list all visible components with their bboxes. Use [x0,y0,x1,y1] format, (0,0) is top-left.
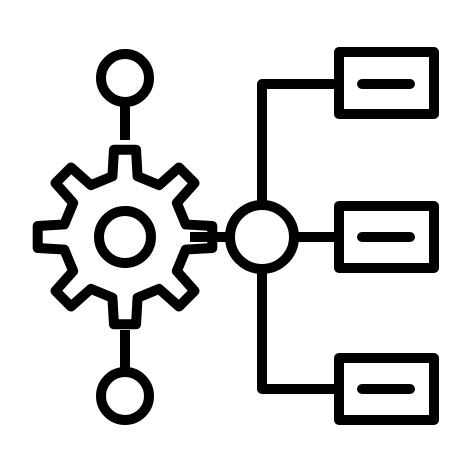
upper-branch-line [257,79,338,208]
top-box [334,47,439,119]
top-node-circle [96,49,154,107]
gear-hub-circle [94,206,156,268]
central-hub-circle [225,200,299,274]
lower-branch-line [257,266,338,394]
bottom-node-circle [96,367,154,425]
